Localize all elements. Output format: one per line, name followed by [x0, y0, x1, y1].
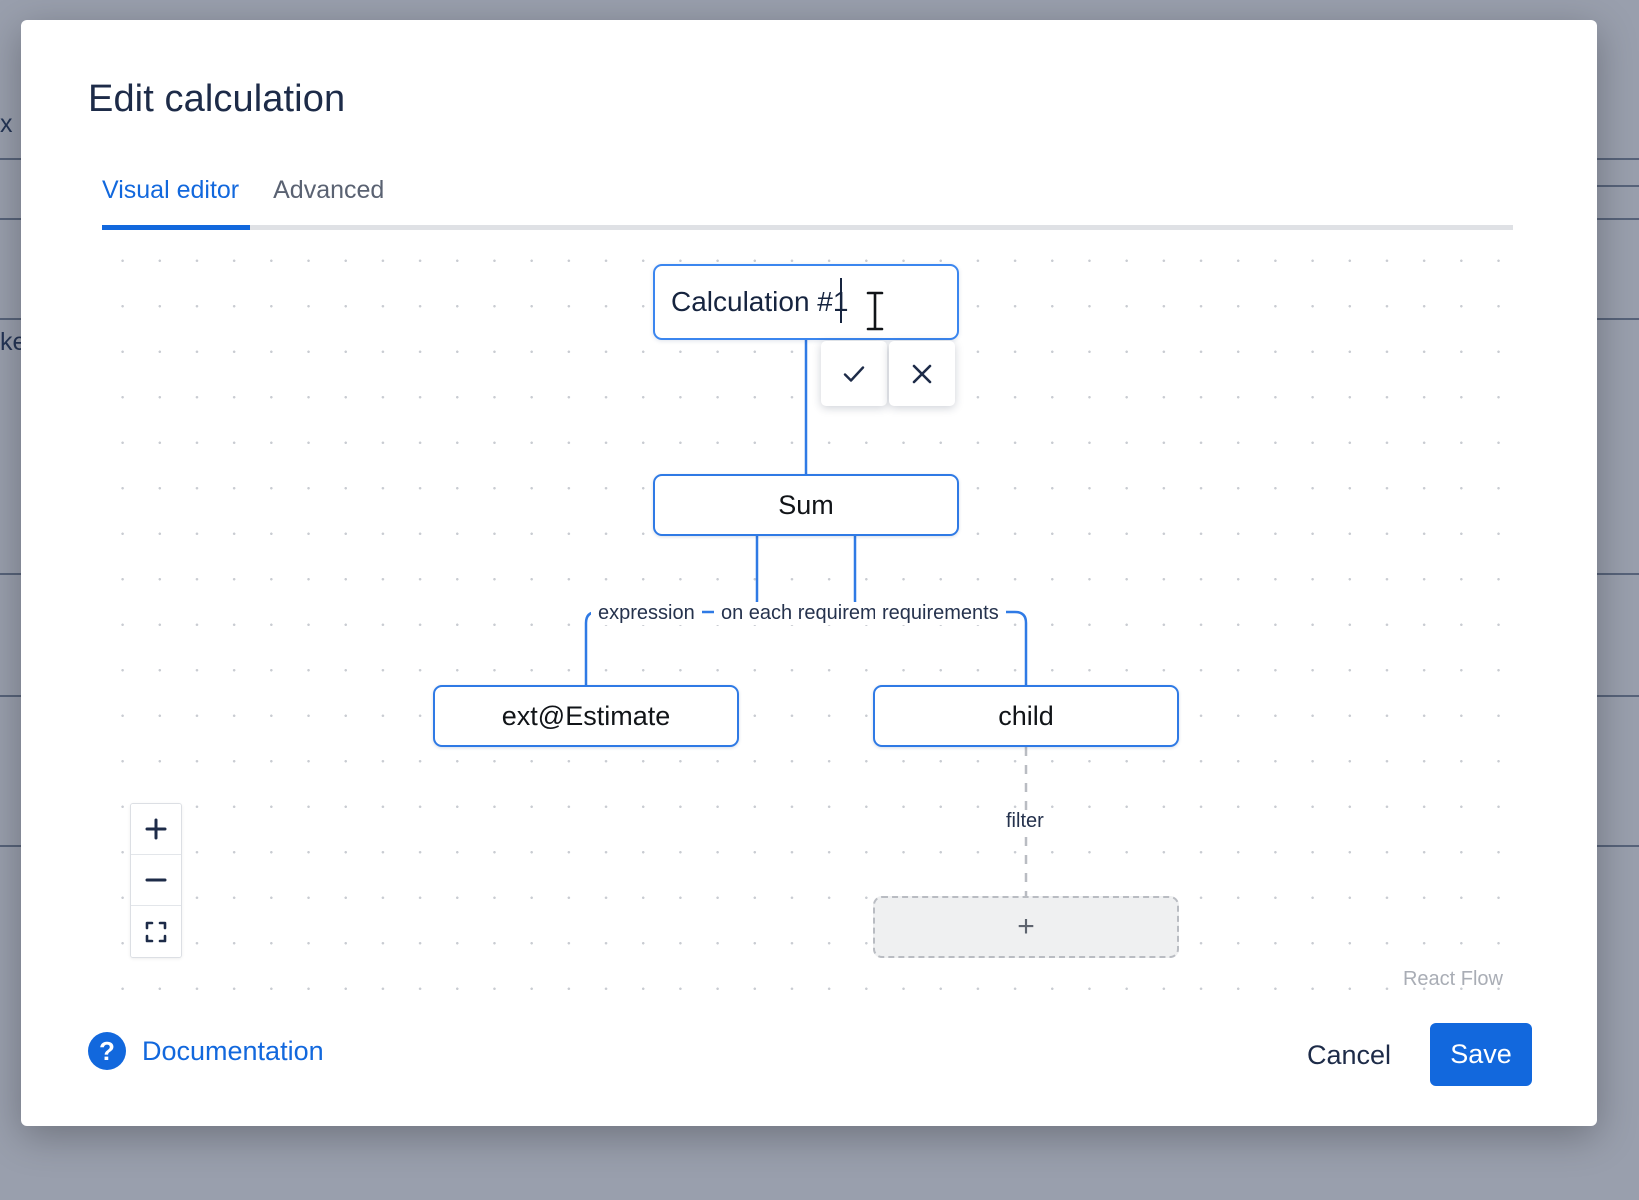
flow-canvas[interactable]: on each requirement Sum expression requi… [102, 231, 1513, 1003]
edge-label-filter: filter [999, 810, 1051, 833]
cancel-edit-button[interactable] [889, 341, 955, 406]
fit-view-button[interactable] [131, 906, 181, 957]
tab-visual-editor[interactable]: Visual editor [102, 178, 239, 220]
node-sum[interactable]: Sum [653, 474, 959, 536]
cancel-button[interactable]: Cancel [1293, 1030, 1405, 1081]
edit-calculation-dialog: Edit calculation Visual editor Advanced … [21, 20, 1597, 1126]
inline-edit-actions [821, 341, 955, 406]
calculation-name-input[interactable] [653, 264, 959, 340]
save-button[interactable]: Save [1430, 1023, 1532, 1086]
fit-view-icon [145, 921, 167, 942]
dialog-footer: ? Documentation Cancel Save [21, 1003, 1597, 1126]
edge-label-requirements: requirements [875, 602, 1006, 625]
add-filter-placeholder-node[interactable]: + [873, 896, 1179, 958]
node-ext-estimate[interactable]: ext@Estimate [433, 685, 739, 747]
tab-underline-active [102, 225, 250, 230]
background-text-x: x [0, 110, 13, 138]
help-icon: ? [88, 1032, 126, 1070]
tab-list: Visual editor Advanced [102, 178, 1513, 230]
zoom-out-button[interactable] [131, 855, 181, 906]
check-icon [843, 365, 865, 382]
page-title: Edit calculation [88, 78, 346, 120]
tab-advanced[interactable]: Advanced [273, 178, 384, 220]
edge-label-expression: expression [591, 602, 702, 625]
background-divider [1597, 185, 1639, 187]
zoom-in-button[interactable] [131, 804, 181, 855]
text-caret [840, 278, 842, 323]
plus-icon [145, 818, 167, 840]
node-child[interactable]: child [873, 685, 1179, 747]
close-icon [912, 364, 932, 383]
calculation-name-node[interactable] [653, 264, 959, 340]
plus-icon: + [1017, 910, 1035, 943]
documentation-label: Documentation [142, 1035, 324, 1066]
minus-icon [145, 878, 167, 882]
react-flow-attribution[interactable]: React Flow [1402, 968, 1503, 990]
documentation-link[interactable]: ? Documentation [88, 1032, 324, 1070]
tab-underline-track [102, 225, 1513, 230]
confirm-edit-button[interactable] [821, 341, 887, 406]
flow-controls [130, 803, 182, 958]
edge-label-on-each-requirement: on each requirement [714, 602, 912, 625]
